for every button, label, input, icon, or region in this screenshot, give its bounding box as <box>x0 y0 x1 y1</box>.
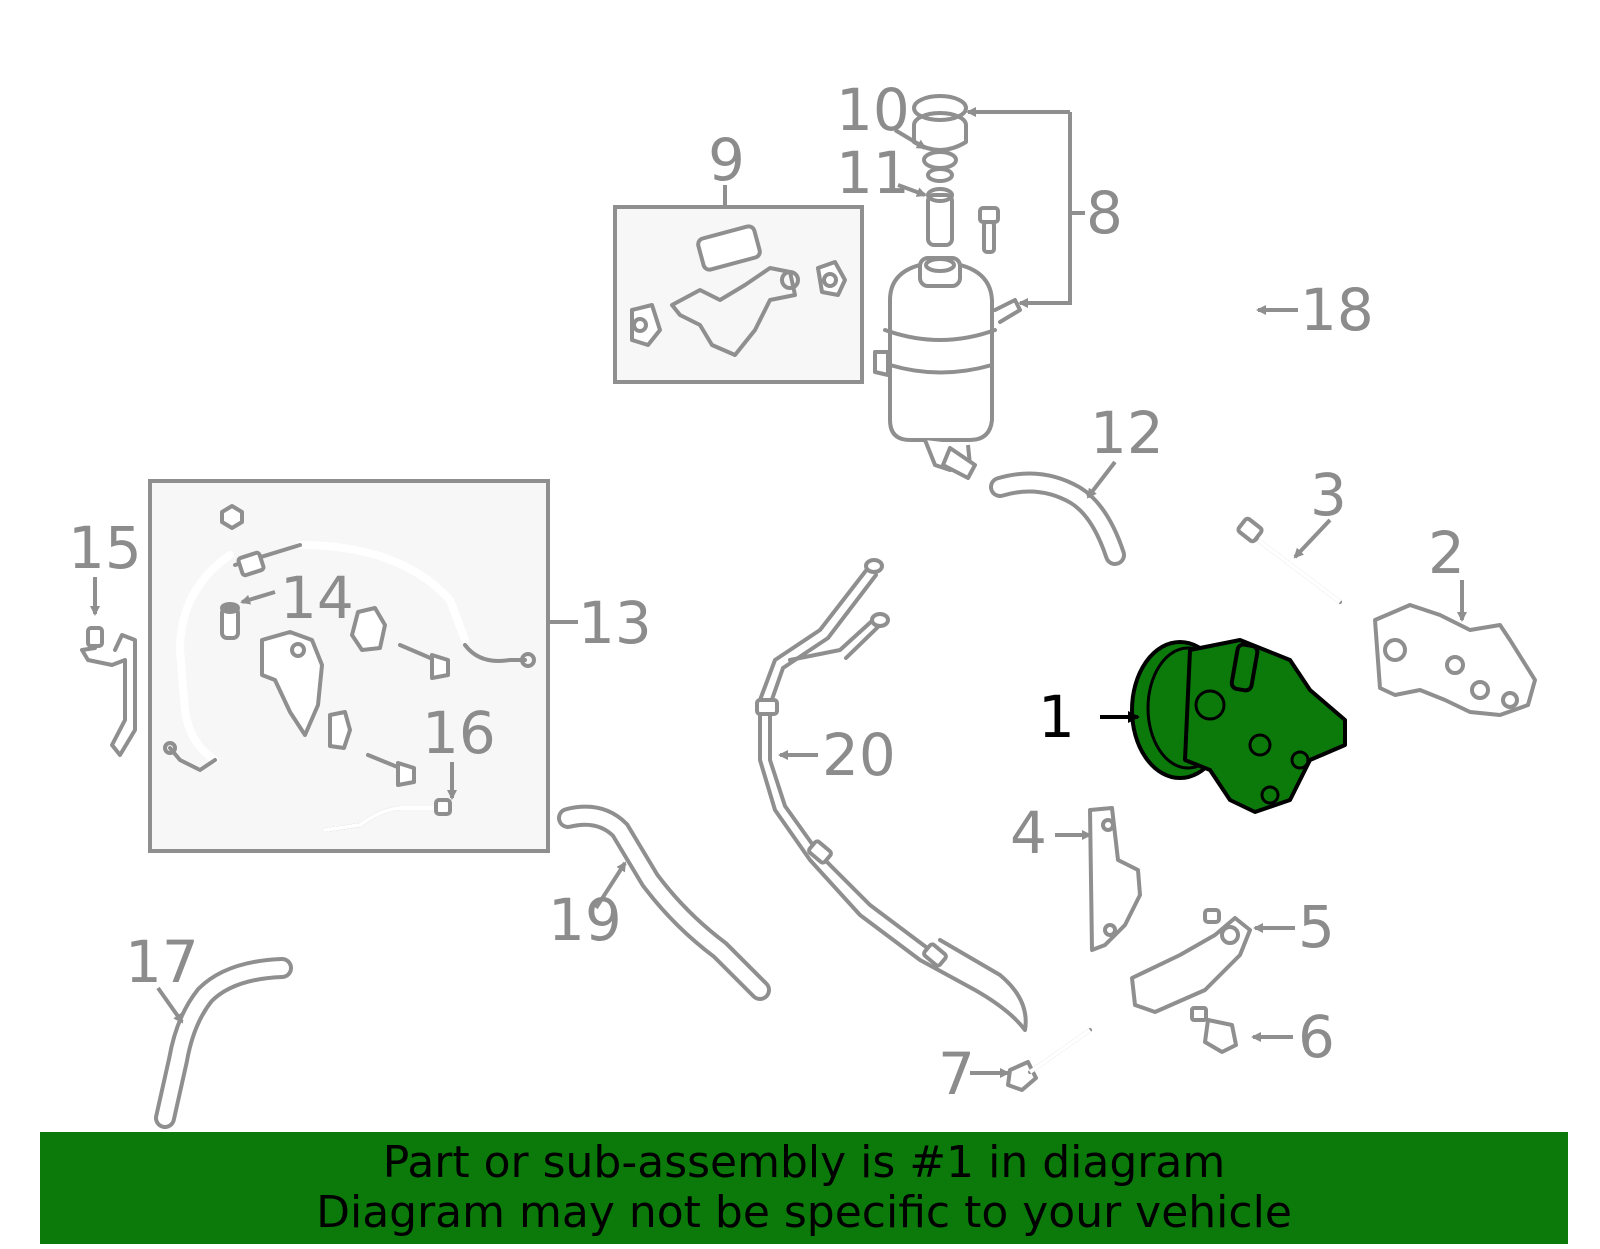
part-17-hose[interactable] <box>154 957 293 1129</box>
part-18-hose[interactable] <box>1183 263 1256 412</box>
banner-line-1: Part or sub-assembly is #1 in diagram <box>382 1137 1226 1188</box>
box13-bolt-upper[interactable] <box>398 643 450 680</box>
info-banner: Part or sub-assembly is #1 in diagram Di… <box>40 1132 1568 1244</box>
part-10-cap[interactable] <box>912 94 968 152</box>
box13-bolt-lower[interactable] <box>366 753 416 787</box>
part-19-hose[interactable] <box>557 804 771 1001</box>
part-20-pipe-assembly[interactable] <box>755 558 1028 1032</box>
part-2-bracket[interactable] <box>1373 603 1537 717</box>
callout-17[interactable]: 17 <box>125 928 199 996</box>
part-13-hose-kit[interactable] <box>148 479 550 853</box>
part-8-reservoir[interactable] <box>873 256 1022 480</box>
part-16-pipe[interactable] <box>323 798 452 832</box>
callout-9[interactable]: 9 <box>708 126 745 194</box>
part-1-power-steering-pump[interactable] <box>1130 638 1347 814</box>
reservoir-bolt[interactable] <box>978 206 1000 254</box>
callout-6[interactable]: 6 <box>1298 1003 1335 1071</box>
callout-19[interactable]: 19 <box>548 886 622 954</box>
callout-3[interactable]: 3 <box>1310 461 1347 529</box>
callout-5[interactable]: 5 <box>1298 893 1335 961</box>
part-11-seal[interactable] <box>922 150 958 247</box>
part-4-bracket[interactable] <box>1088 806 1142 952</box>
part-15-pipe-bracket[interactable] <box>80 626 137 757</box>
box13-bracket[interactable] <box>260 630 324 737</box>
callout-15[interactable]: 15 <box>68 514 142 582</box>
part-3-bolt[interactable] <box>1236 516 1342 604</box>
callout-16[interactable]: 16 <box>422 699 496 767</box>
part-5-bracket[interactable] <box>1130 908 1252 1014</box>
callout-8[interactable]: 8 <box>1086 179 1123 247</box>
banner-line-2: Diagram may not be specific to your vehi… <box>316 1187 1292 1238</box>
part-14-fitting[interactable] <box>220 602 240 640</box>
callout-2[interactable]: 2 <box>1428 519 1465 587</box>
box13-clip-upper[interactable] <box>350 606 387 652</box>
part-12-hose[interactable] <box>989 471 1126 566</box>
part-6-bolt[interactable] <box>1190 1006 1238 1054</box>
callout-13[interactable]: 13 <box>578 589 652 657</box>
callout-20[interactable]: 20 <box>822 721 896 789</box>
part-9-bracket-kit[interactable] <box>613 205 864 384</box>
callout-10[interactable]: 10 <box>836 76 910 144</box>
callout-18[interactable]: 18 <box>1300 276 1374 344</box>
callout-12[interactable]: 12 <box>1090 399 1164 467</box>
callout-11[interactable]: 11 <box>836 139 910 207</box>
callout-1[interactable]: 1 <box>1038 683 1075 751</box>
callout-7[interactable]: 7 <box>938 1040 975 1108</box>
callout-4[interactable]: 4 <box>1010 799 1047 867</box>
box13-clip-lower[interactable] <box>328 710 352 750</box>
part-7-bolt[interactable] <box>1006 1028 1092 1092</box>
callout-14[interactable]: 14 <box>280 564 354 632</box>
